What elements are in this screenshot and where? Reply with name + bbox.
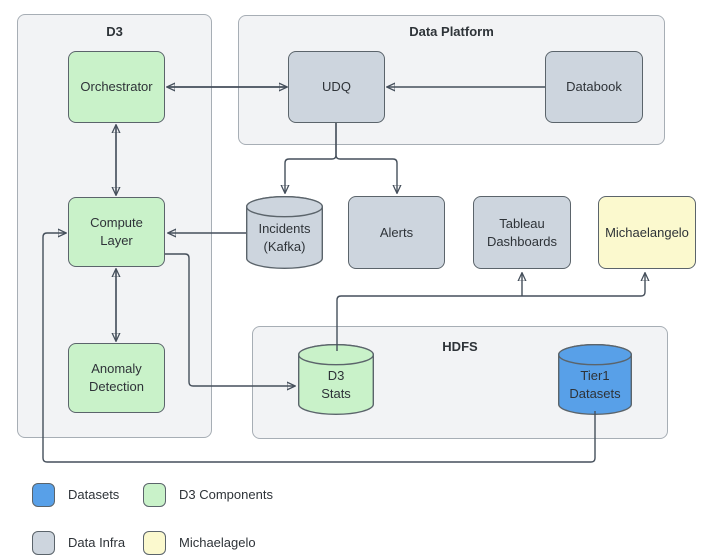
legend-label-data-infra: Data Infra bbox=[68, 535, 126, 550]
node-anomaly-detection: Anomaly Detection bbox=[68, 343, 165, 413]
node-compute-layer: Compute Layer bbox=[68, 197, 165, 267]
legend-swatch-data-infra bbox=[32, 531, 55, 555]
legend-swatch-michaelagelo bbox=[143, 531, 166, 555]
node-orchestrator: Orchestrator bbox=[68, 51, 165, 123]
node-michaelangelo: Michaelangelo bbox=[598, 196, 696, 269]
legend-swatch-datasets bbox=[32, 483, 55, 507]
node-incidents-kafka: Incidents (Kafka) bbox=[246, 196, 323, 269]
node-tableau-dashboards: Tableau Dashboards bbox=[473, 196, 571, 269]
node-d3-stats: D3 Stats bbox=[298, 344, 374, 415]
node-databook: Databook bbox=[545, 51, 643, 123]
legend-label-d3-components: D3 Components bbox=[179, 487, 273, 502]
node-incidents-kafka-label: Incidents (Kafka) bbox=[258, 220, 311, 254]
node-tier1-datasets: Tier1 Datasets bbox=[558, 344, 632, 415]
node-udq: UDQ bbox=[288, 51, 385, 123]
legend-label-datasets: Datasets bbox=[68, 487, 120, 502]
d3-container-title: D3 bbox=[106, 24, 123, 39]
node-alerts: Alerts bbox=[348, 196, 445, 269]
legend-swatch-d3-components bbox=[143, 483, 166, 507]
node-tier1-datasets-label: Tier1 Datasets bbox=[569, 367, 621, 401]
legend-label-michaelagelo: Michaelagelo bbox=[179, 535, 256, 550]
node-d3-stats-label: D3 Stats bbox=[321, 367, 351, 401]
data-platform-container-title: Data Platform bbox=[409, 24, 494, 39]
